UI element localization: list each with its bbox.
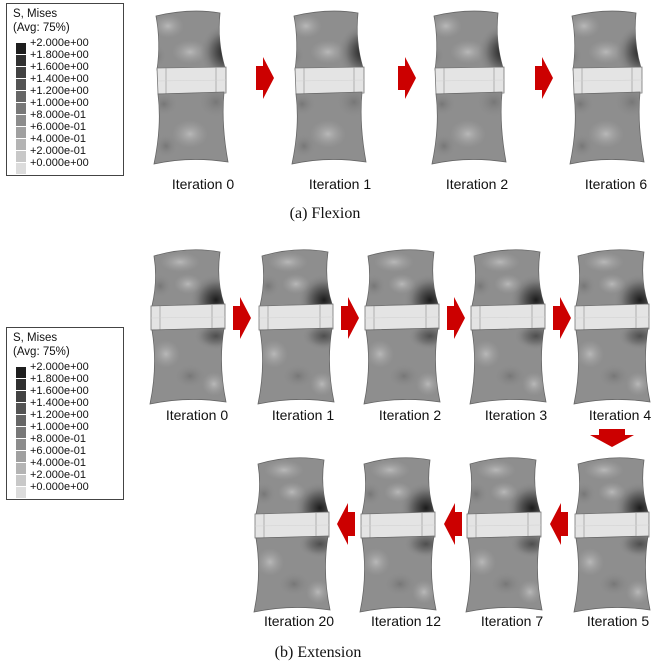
legend-swatch	[16, 487, 26, 498]
arrow-right-icon	[256, 57, 274, 99]
arrow-left-icon	[337, 503, 355, 545]
spine-model-extension-5	[570, 452, 654, 614]
arrow-right-icon	[341, 297, 359, 339]
spine-model-flexion-2	[428, 6, 510, 166]
iteration-label: Iteration 20	[263, 613, 335, 629]
iteration-label: Iteration 12	[370, 613, 442, 629]
iteration-label: Iteration 0	[165, 407, 229, 423]
legend-swatch	[16, 367, 26, 378]
legend-swatch	[16, 55, 26, 66]
spine-model-extension-7	[462, 452, 546, 614]
iteration-label: Iteration 1	[308, 176, 372, 192]
legend-value: +8.000e-01	[30, 433, 86, 445]
legend-value: +2.000e-01	[30, 145, 86, 157]
legend-value: +1.800e+00	[30, 373, 89, 385]
legend-value: +4.000e-01	[30, 133, 86, 145]
arrow-right-icon	[535, 57, 553, 99]
arrow-right-icon	[447, 297, 465, 339]
legend-swatch	[16, 403, 26, 414]
legend-swatch	[16, 91, 26, 102]
spine-model-extension-0	[146, 244, 230, 406]
legend-swatch	[16, 139, 26, 150]
legend-swatch	[16, 427, 26, 438]
legend-swatch	[16, 451, 26, 462]
legend-swatch	[16, 463, 26, 474]
spine-model-flexion-0	[150, 6, 232, 166]
legend-value: +2.000e+00	[30, 37, 89, 49]
spine-model-flexion-6	[566, 6, 648, 166]
iteration-label: Iteration 2	[378, 407, 442, 423]
iteration-label: Iteration 1	[271, 407, 335, 423]
iteration-label: Iteration 4	[588, 407, 652, 423]
arrow-right-icon	[398, 57, 416, 99]
stress-legend-extension: S, Mises(Avg: 75%)+2.000e+00+1.800e+00+1…	[6, 327, 124, 500]
legend-value: +2.000e+00	[30, 361, 89, 373]
stress-legend-flexion: S, Mises(Avg: 75%)+2.000e+00+1.800e+00+1…	[6, 3, 124, 176]
subfigure-title-extension: (b) Extension	[274, 644, 362, 661]
iteration-label: Iteration 3	[484, 407, 548, 423]
legend-value: +1.600e+00	[30, 385, 89, 397]
iteration-label: Iteration 5	[586, 613, 650, 629]
legend-value: +1.400e+00	[30, 397, 89, 409]
iteration-label: Iteration 7	[480, 613, 544, 629]
legend-swatch	[16, 163, 26, 174]
legend-swatch	[16, 127, 26, 138]
legend-swatch	[16, 103, 26, 114]
legend-swatch	[16, 151, 26, 162]
legend-value: +6.000e-01	[30, 121, 86, 133]
iteration-label: Iteration 0	[171, 176, 235, 192]
spine-model-extension-1	[254, 244, 338, 406]
spine-model-extension-3	[466, 244, 550, 406]
spine-model-extension-4	[570, 244, 654, 406]
legend-value: +8.000e-01	[30, 109, 86, 121]
spine-model-extension-2	[360, 244, 444, 406]
legend-value: +1.600e+00	[30, 61, 89, 73]
legend-value: +4.000e-01	[30, 457, 86, 469]
legend-swatch	[16, 115, 26, 126]
iteration-label: Iteration 2	[445, 176, 509, 192]
legend-value: +0.000e+00	[30, 157, 89, 169]
legend-swatch	[16, 379, 26, 390]
legend-swatch	[16, 415, 26, 426]
legend-value: +6.000e-01	[30, 445, 86, 457]
legend-swatch	[16, 475, 26, 486]
legend-value: +1.000e+00	[30, 97, 89, 109]
legend-title: S, Mises	[13, 8, 58, 20]
legend-value: +1.800e+00	[30, 49, 89, 61]
legend-subtitle: (Avg: 75%)	[13, 346, 70, 358]
legend-swatch	[16, 43, 26, 54]
arrow-right-icon	[233, 297, 251, 339]
legend-swatch	[16, 391, 26, 402]
legend-swatch	[16, 439, 26, 450]
iteration-label: Iteration 6	[584, 176, 648, 192]
arrow-left-icon	[444, 503, 462, 545]
legend-value: +1.000e+00	[30, 421, 89, 433]
subfigure-title-flexion: (a) Flexion	[289, 205, 361, 222]
legend-swatch	[16, 67, 26, 78]
legend-value: +2.000e-01	[30, 469, 86, 481]
legend-value: +1.400e+00	[30, 73, 89, 85]
arrow-right-icon	[553, 297, 571, 339]
legend-value: +1.200e+00	[30, 85, 89, 97]
spine-model-extension-20	[250, 452, 334, 614]
legend-value: +0.000e+00	[30, 481, 89, 493]
arrow-down-icon	[590, 429, 634, 447]
legend-subtitle: (Avg: 75%)	[13, 22, 70, 34]
legend-value: +1.200e+00	[30, 409, 89, 421]
arrow-left-icon	[550, 503, 568, 545]
legend-swatch	[16, 79, 26, 90]
spine-model-flexion-1	[288, 6, 370, 166]
legend-title: S, Mises	[13, 332, 58, 344]
spine-model-extension-12	[356, 452, 440, 614]
